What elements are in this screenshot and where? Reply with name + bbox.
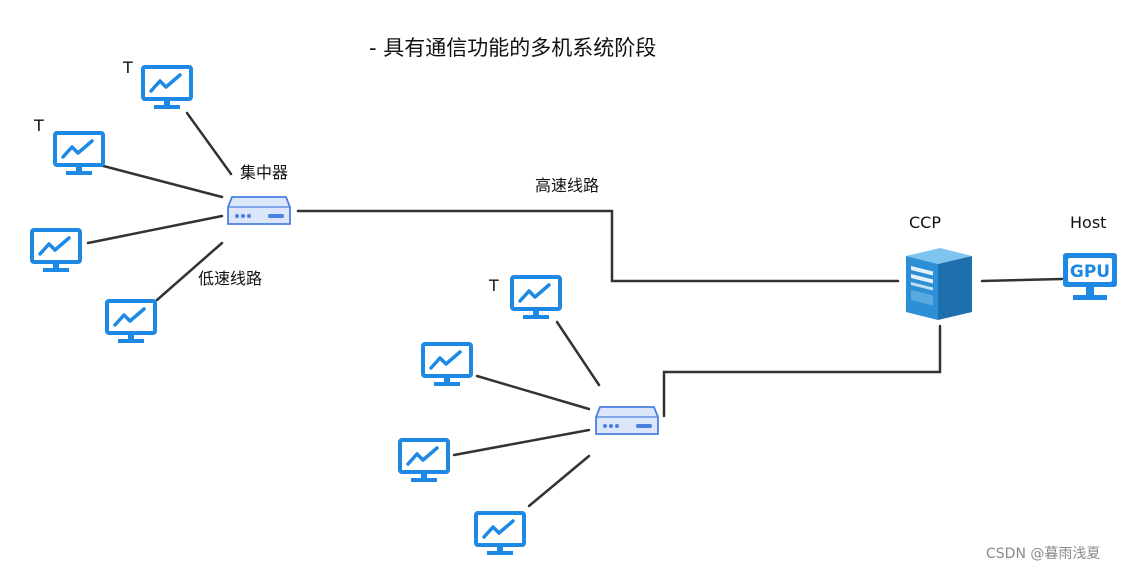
terminal-label: T <box>34 116 44 135</box>
concentrator-label: 集中器 <box>240 163 289 182</box>
monitor-chart-icon <box>421 342 473 386</box>
link-terminal-6-to-concentrator-2 <box>475 374 591 411</box>
ccp-label: CCP <box>909 213 941 232</box>
link-terminal-5-to-concentrator-2 <box>555 320 601 387</box>
monitor-chart-icon <box>141 65 193 109</box>
high-speed-line-label: 高速线路 <box>535 176 600 195</box>
low-speed-line-label: 低速线路 <box>198 269 263 288</box>
monitor-chart-icon <box>510 275 562 319</box>
link-terminal-7-to-concentrator-2 <box>452 428 591 457</box>
monitor-chart-icon <box>474 511 526 555</box>
monitor-chart-icon <box>105 299 157 343</box>
host-label: Host <box>1070 213 1107 232</box>
diagram-title: - 具有通信功能的多机系统阶段 <box>369 36 657 60</box>
watermark: CSDN @暮雨浅夏 <box>986 546 1101 562</box>
server-tower-icon <box>906 248 972 320</box>
terminal-label: T <box>123 58 133 77</box>
link-terminal-2-to-concentrator-1 <box>90 161 224 199</box>
link-terminal-3-to-concentrator-1 <box>86 214 224 245</box>
gpu-text: GPU <box>1070 262 1110 282</box>
hub-icon <box>227 196 291 225</box>
hub-icon <box>595 406 659 435</box>
link-concentrator-1-to-ccp <box>296 209 900 283</box>
link-ccp-to-host <box>980 277 1064 283</box>
link-terminal-1-to-concentrator-1 <box>185 111 233 176</box>
monitor-chart-icon <box>53 131 105 175</box>
gpu-monitor-icon: GPU <box>1063 253 1117 300</box>
monitor-chart-icon <box>398 438 450 482</box>
link-terminal-8-to-concentrator-2 <box>527 454 591 508</box>
terminal-label: T <box>489 276 499 295</box>
link-terminal-4-to-concentrator-1 <box>155 241 224 302</box>
link-ccp-to-concentrator-2 <box>662 324 942 418</box>
monitor-chart-icon <box>30 228 82 272</box>
